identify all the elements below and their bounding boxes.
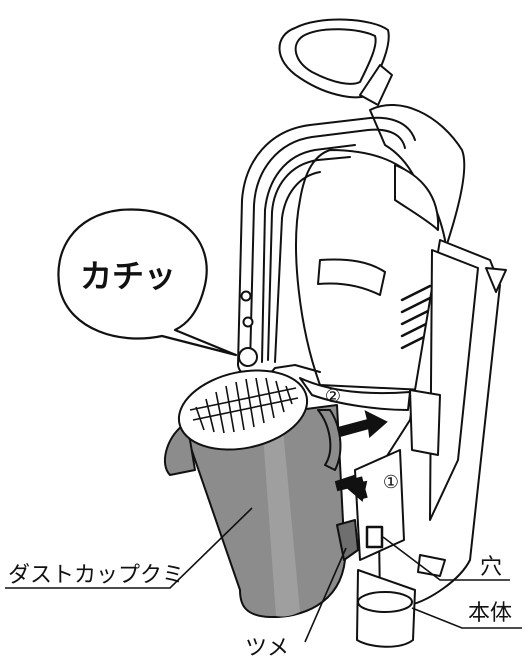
claw-label: ツメ [245,636,289,661]
hole-label: 穴 [480,555,502,580]
release-button [238,347,258,367]
step-arrows [334,410,388,502]
dust-cup-body [182,404,346,619]
dust-cup-claw [336,519,359,561]
click-speech-bubble: カチッ [57,208,238,357]
step-1-label: ① [383,472,399,493]
click-sound-text: カチッ [80,257,176,295]
vacuum-main-body [278,18,507,648]
main-body-label: 本体 [468,601,512,626]
hole [365,525,384,549]
hinge-screw-top [240,290,252,302]
filter-pleats [189,377,299,434]
dust-cup-label: ダストカップクミ [8,563,184,588]
hinge-screw-bottom [242,316,254,328]
leader-lines [5,507,522,643]
push-arrow [336,410,388,438]
dust-cup [163,369,359,619]
step-2-label: ② [325,386,341,407]
